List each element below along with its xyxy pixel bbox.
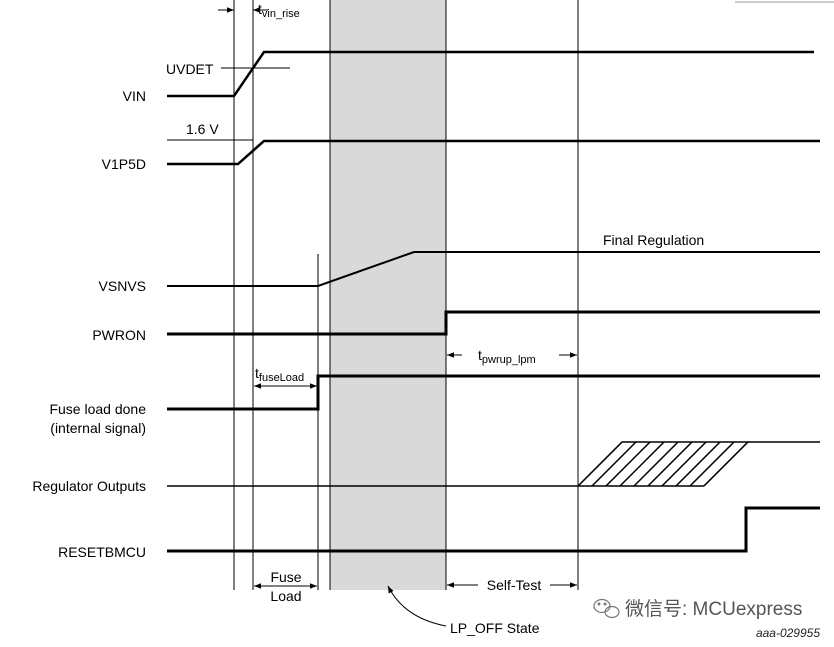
regulator-hatch [578, 442, 748, 486]
pwron-waveform [167, 310, 820, 336]
signal-label-vin: VIN [123, 88, 146, 104]
signal-label-pwron: PWRON [92, 327, 146, 343]
v1p6-label: 1.6 V [186, 121, 219, 137]
signal-label-regulator-outputs: Regulator Outputs [32, 478, 146, 494]
wechat-icon [593, 598, 620, 619]
signal-label-v1p5d: V1P5D [102, 156, 146, 172]
signal-label-resetbmcu: RESETBMCU [58, 544, 146, 560]
signal-label-fuse-load-done: Fuse load done [49, 401, 146, 417]
signal-label-vsnvs: VSNVS [99, 278, 146, 294]
lp-off-callout-arrow [387, 585, 447, 627]
fuse-load-phase-label: Fuse [270, 569, 301, 585]
watermark-text: 微信号: MCUexpress [625, 598, 802, 620]
t-fuse-load-label: tfuseLoad [255, 365, 304, 384]
vin-waveform [167, 50, 814, 98]
figure-id: aaa-029955 [756, 626, 820, 640]
signal-label-fuse-load-done-sub: (internal signal) [50, 420, 146, 436]
fuse-load-phase-label-2: Load [270, 588, 301, 604]
t-pwrup-lpm-label: tpwrup_lpm [478, 347, 536, 366]
time-markers [233, 0, 579, 590]
resetbmcu-waveform [167, 506, 820, 553]
fuse-load-done-waveform [167, 374, 820, 411]
lp-off-shaded-region [330, 0, 446, 590]
regulator-outputs-ramp-edges [577, 441, 820, 487]
uvdet-label: UVDET [166, 61, 214, 77]
final-regulation-label: Final Regulation [603, 232, 704, 248]
lp-off-state-label: LP_OFF State [450, 620, 540, 636]
t-vin-rise-label: tvin_rise [258, 1, 300, 20]
v1p5d-waveform [167, 139, 820, 166]
self-test-label: Self-Test [487, 577, 542, 593]
vsnvs-waveform [167, 251, 820, 287]
